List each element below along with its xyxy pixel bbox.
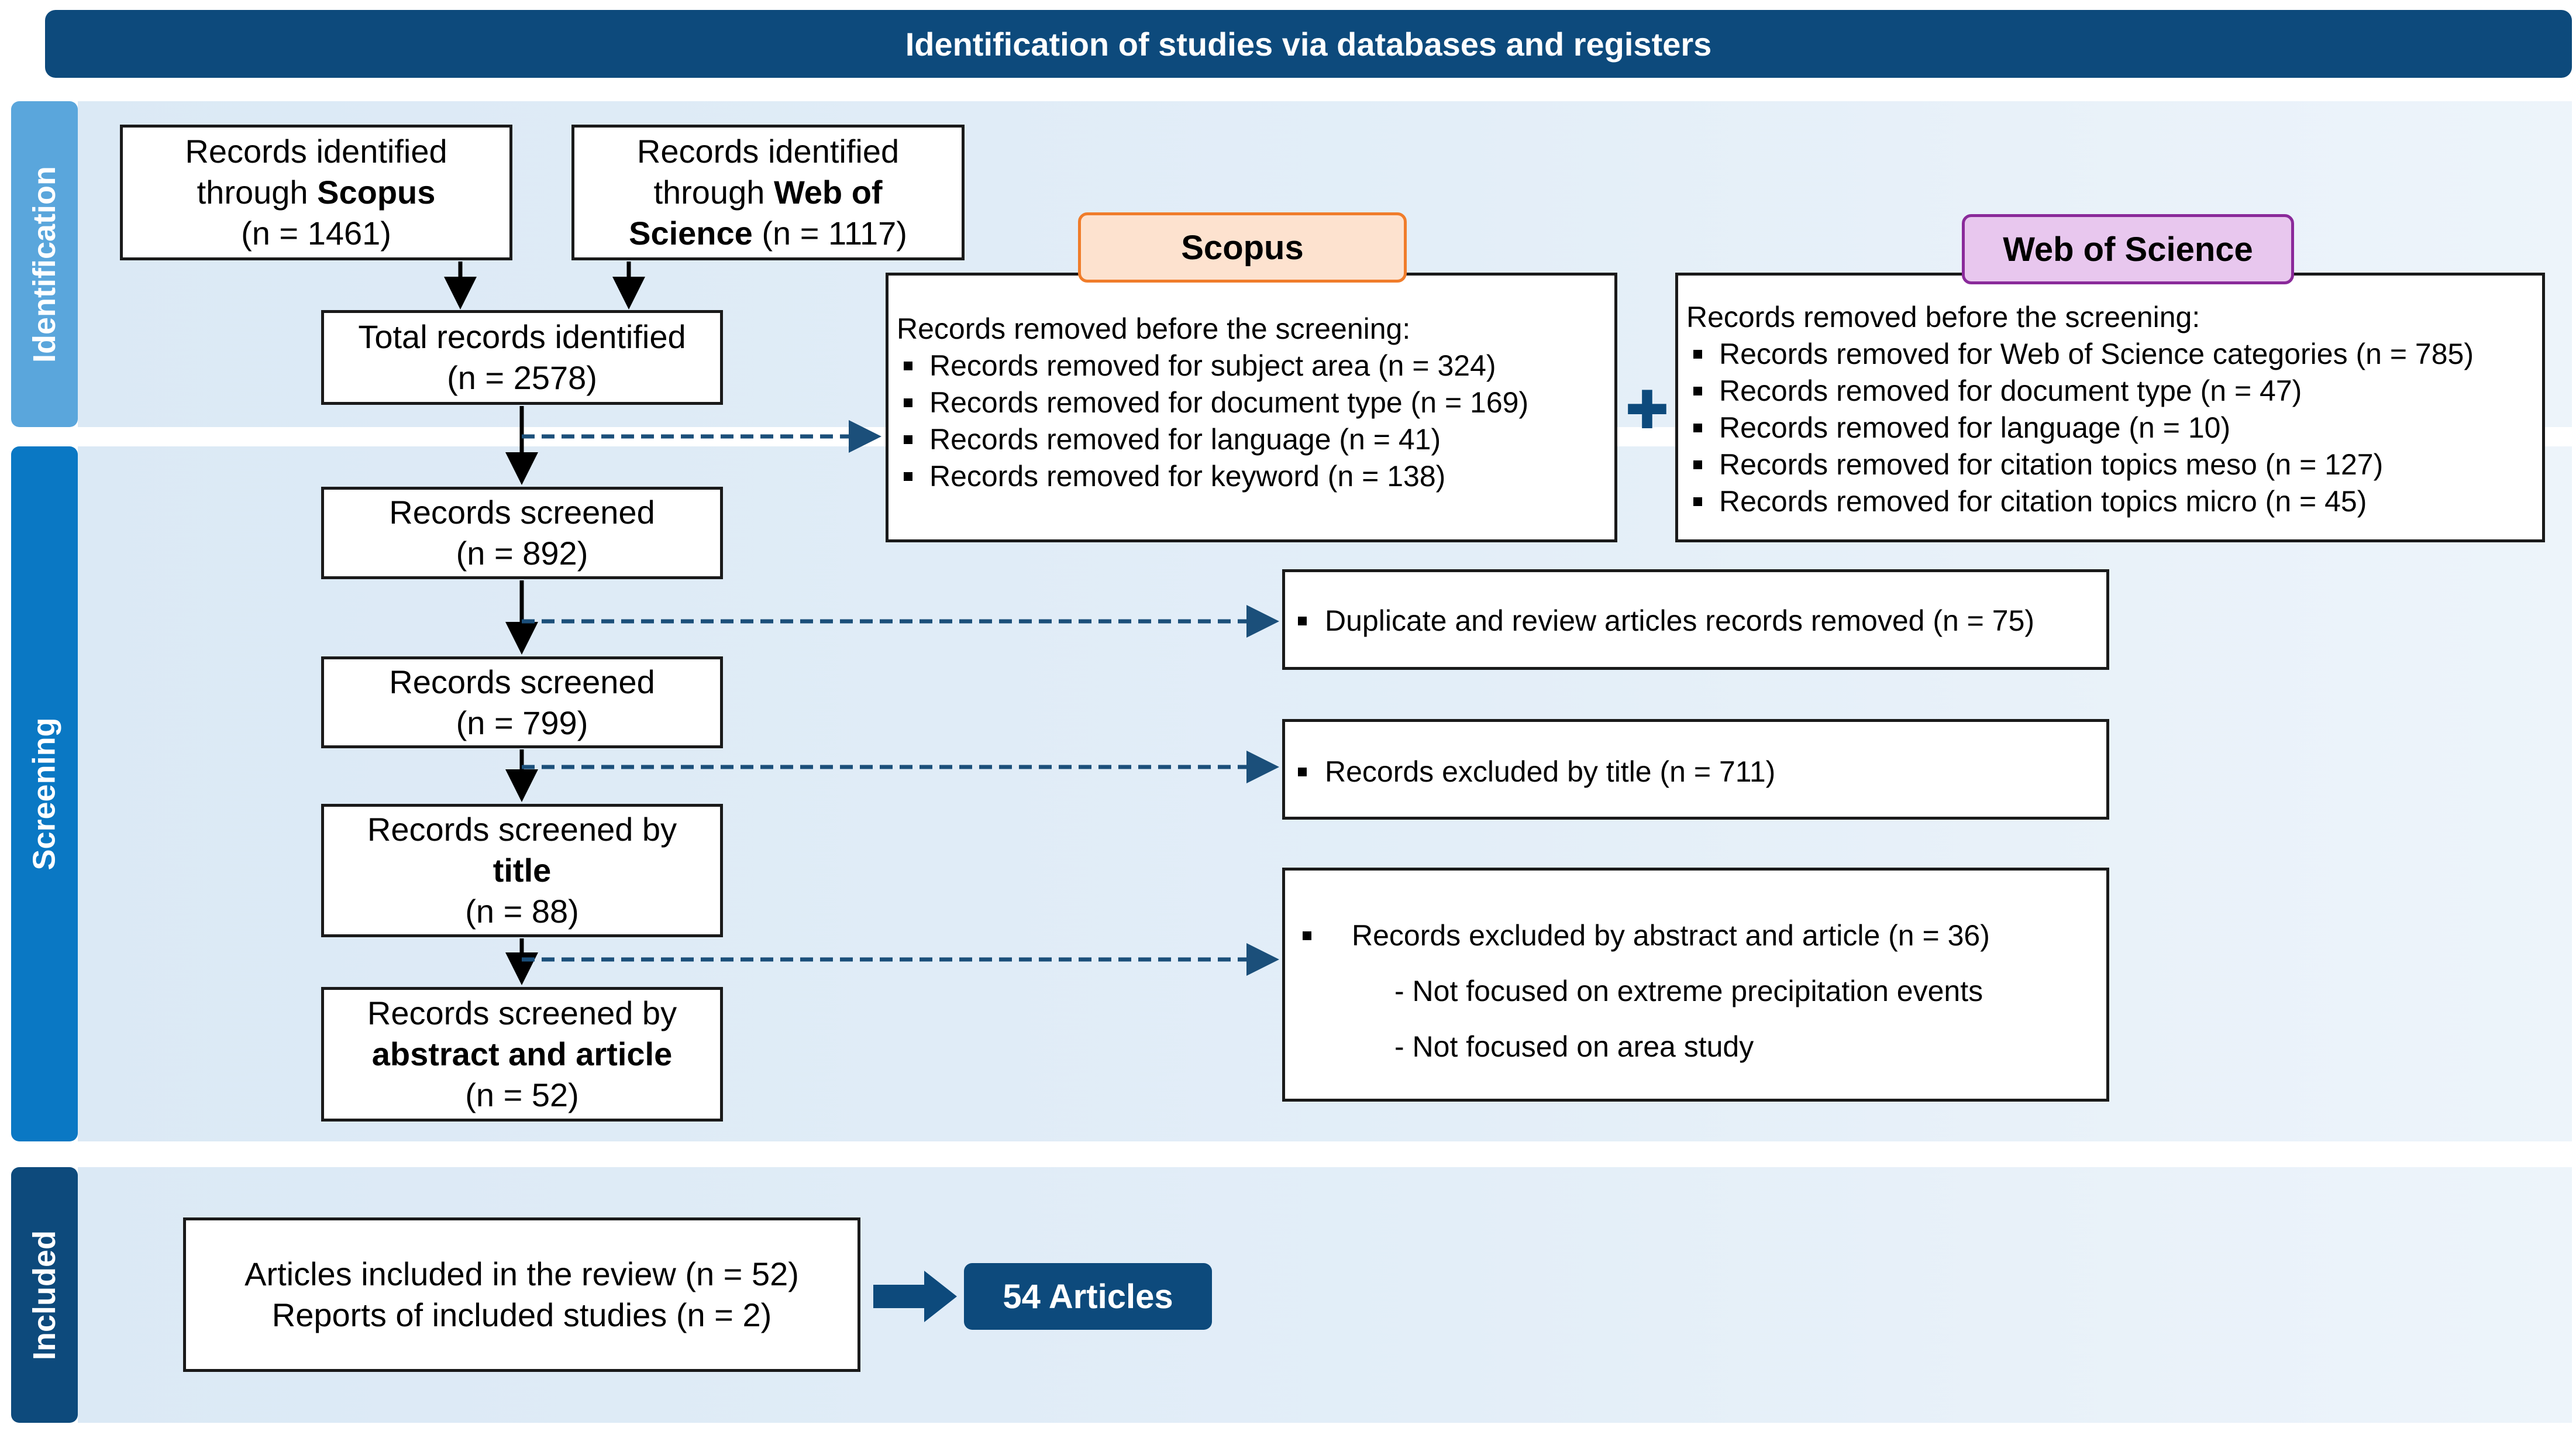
removed-item: Records removed for document type (n = 1…	[897, 384, 1605, 421]
stage-label-identification: Identification	[11, 101, 78, 427]
removed-item: Records removed for Web of Science categ…	[1686, 336, 2533, 373]
bullet-icon	[1298, 617, 1307, 625]
included-articles-box: Articles included in the review (n = 52)…	[183, 1217, 860, 1372]
duplicates-removed-box: Duplicate and review articles records re…	[1282, 569, 2109, 670]
plus-icon: ✚	[1625, 380, 1669, 441]
removed-item: Records removed for document type (n = 4…	[1686, 373, 2533, 410]
wos-records-box: Records identified through Web of Scienc…	[571, 125, 965, 260]
removed-item: Records removed for subject area (n = 32…	[897, 348, 1605, 384]
dashed-arrows	[522, 420, 1279, 976]
solid-arrows	[444, 262, 645, 985]
records-screened-box-1: Records screened (n = 892)	[321, 487, 723, 579]
arrow-to-total-articles	[873, 1271, 957, 1322]
scopus-label: Scopus	[1078, 212, 1407, 283]
total-articles-badge: 54 Articles	[964, 1263, 1212, 1330]
diagram-title: Identification of studies via databases …	[905, 25, 1712, 63]
wos-label: Web of Science	[1962, 214, 2294, 284]
wos-removed-list: Records removed for Web of Science categ…	[1686, 336, 2533, 520]
diagram-header: Identification of studies via databases …	[45, 10, 2572, 78]
scopus-removed-list: Records removed for subject area (n = 32…	[897, 348, 1605, 495]
records-screened-box-2: Records screened (n = 799)	[321, 656, 723, 748]
removed-item: Records removed for citation topics meso…	[1686, 446, 2533, 483]
bullet-icon	[1298, 768, 1307, 776]
stage-label-screening: Screening	[11, 446, 78, 1141]
total-records-box: Total records identified (n = 2578)	[321, 310, 723, 405]
wos-removed-box: Records removed before the screening: Re…	[1675, 273, 2545, 542]
removed-item: Records removed for language (n = 10)	[1686, 410, 2533, 446]
scopus-removed-box: Records removed before the screening: Re…	[886, 273, 1617, 542]
bullet-icon	[1303, 931, 1311, 940]
scopus-records-box: Records identified through Scopus (n = 1…	[120, 125, 512, 260]
excluded-title-box: Records excluded by title (n = 711)	[1282, 719, 2109, 820]
removed-item: Records removed for citation topics micr…	[1686, 483, 2533, 520]
stage-label-included: Included	[11, 1167, 78, 1423]
records-screened-abstract-box: Records screened by abstract and article…	[321, 987, 723, 1122]
removed-item: Records removed for keyword (n = 138)	[897, 458, 1605, 495]
removed-item: Records removed for language (n = 41)	[897, 421, 1605, 458]
records-screened-title-box: Records screened by title (n = 88)	[321, 804, 723, 937]
excluded-abstract-box: Records excluded by abstract and article…	[1282, 868, 2109, 1102]
